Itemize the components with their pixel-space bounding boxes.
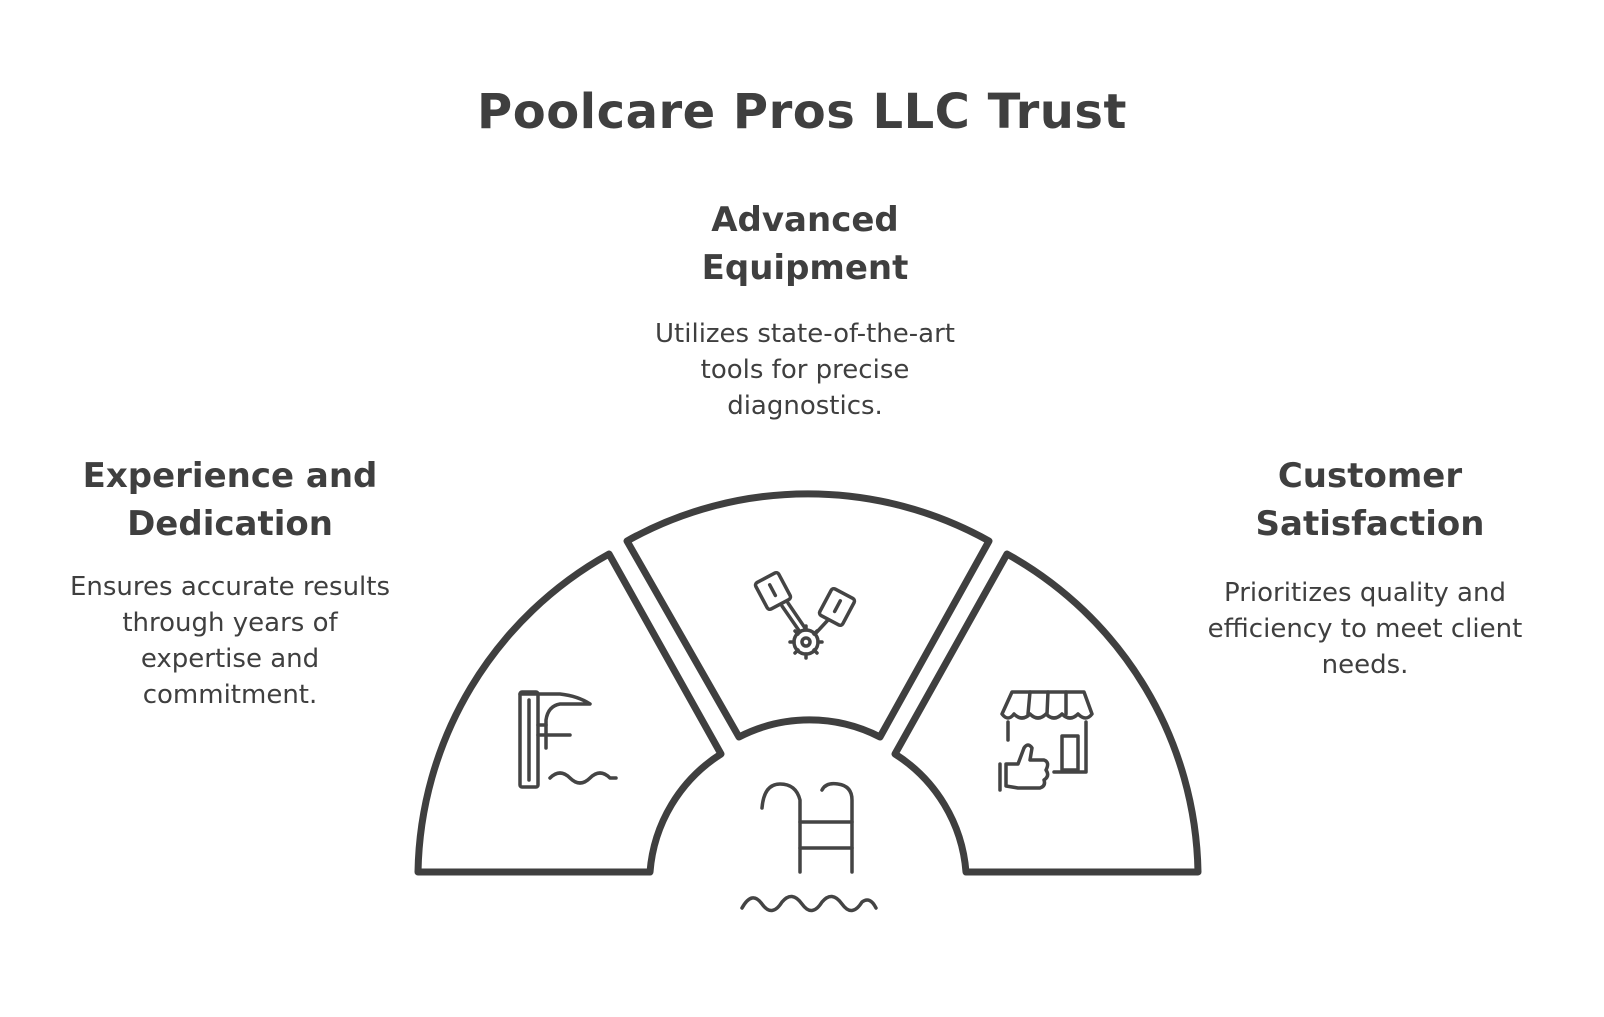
store-thumbs-up-icon bbox=[998, 690, 1094, 792]
diagram-title: Poolcare Pros LLC Trust bbox=[477, 84, 1127, 140]
heading-advanced-equipment: Advanced Equipment bbox=[701, 200, 909, 288]
segment-advanced-equipment bbox=[623, 490, 993, 741]
description-customer-satisfaction: Prioritizes quality and efficiency to me… bbox=[1207, 578, 1523, 680]
heading-customer-satisfaction: Customer Satisfaction bbox=[1255, 456, 1485, 544]
segment-experience-dedication bbox=[414, 550, 725, 876]
heading-experience-dedication: Experience and Dedication bbox=[82, 456, 378, 544]
description-advanced-equipment: Utilizes state-of-the-art tools for prec… bbox=[655, 319, 955, 421]
description-experience-dedication: Ensures accurate results through years o… bbox=[69, 572, 391, 710]
tools-gear-icon bbox=[753, 570, 857, 660]
diving-board-icon bbox=[518, 690, 618, 789]
pool-ladder-icon bbox=[740, 781, 878, 913]
